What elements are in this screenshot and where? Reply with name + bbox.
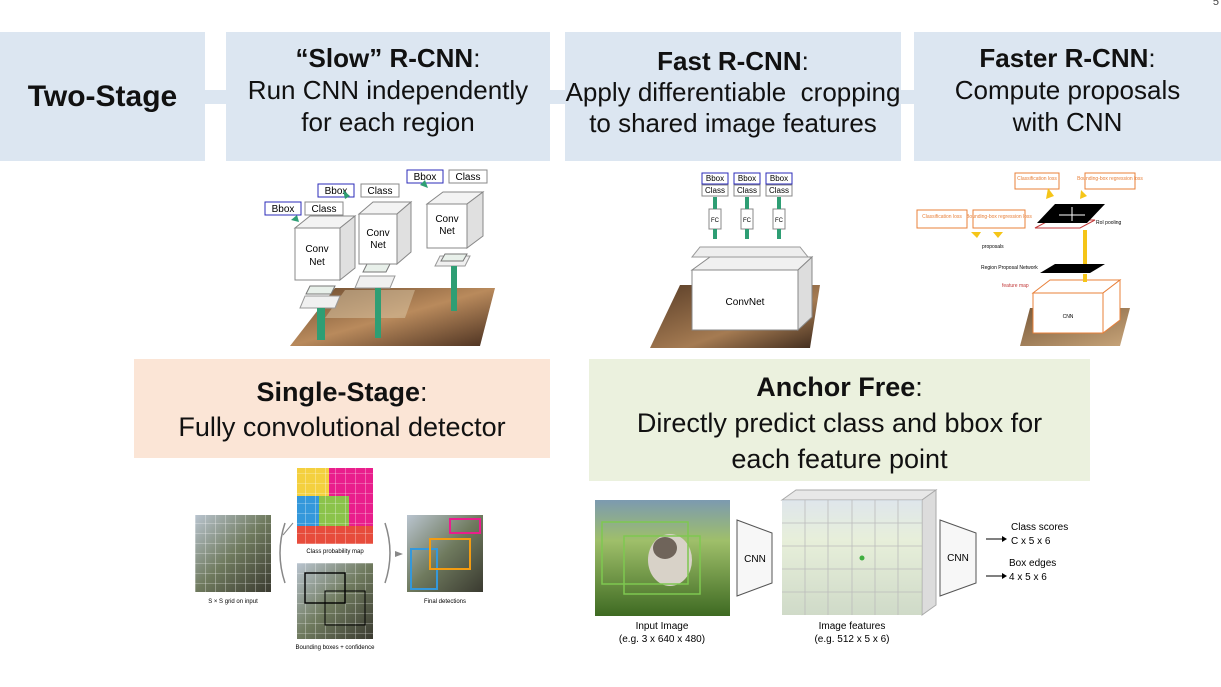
yolo-class-probability-map — [297, 468, 373, 544]
faster-rcnn-colon: : — [1148, 43, 1156, 73]
yolo-bbox-caption: Bounding boxes + confidence — [296, 645, 376, 651]
svg-text:Net: Net — [370, 240, 386, 251]
anchor-cnn1-label: CNN — [744, 554, 766, 565]
slow-bbox-label-2: Bbox — [325, 186, 348, 197]
faster-rpn-label: Region Proposal Network — [981, 265, 1038, 271]
faster-rcnn-box: Faster R-CNN: Compute proposals with CNN — [914, 32, 1221, 161]
svg-text:Conv: Conv — [435, 214, 458, 225]
connector-3 — [901, 90, 914, 104]
slow-rcnn-line2: for each region — [301, 107, 475, 137]
slow-convnet-cube-2: Conv Net — [357, 200, 413, 266]
slow-rcnn-diagram: Conv Net Conv Net Conv Net Bbox Class Bb… — [264, 169, 495, 346]
anchor-input-caption1: Input Image — [636, 621, 689, 632]
yolo-final-caption: Final detections — [424, 599, 466, 605]
anchor-free-diagram: Input Image (e.g. 3 x 640 x 480) CNN Ima… — [595, 489, 1068, 645]
slow-rcnn-box: “Slow” R-CNN: Run CNN independently for … — [226, 32, 550, 161]
fast-class-label-3: Class — [769, 186, 789, 195]
anchor-input-caption2: (e.g. 3 x 640 x 480) — [619, 634, 705, 645]
anchor-feature-volume — [780, 489, 938, 616]
faster-class-loss-rpn: Classification loss — [922, 214, 962, 220]
fast-rcnn-line1: Apply differentiable cropping — [565, 77, 901, 107]
faster-bbox-loss-rpn: Bounding-box regression loss — [966, 214, 1032, 220]
fast-fc-label-1: FC — [711, 218, 720, 224]
svg-text:Net: Net — [439, 226, 455, 237]
anchor-cnn-block-2 — [939, 519, 977, 597]
two-stage-label: Two-Stage — [27, 80, 178, 113]
yolo-final-image — [407, 515, 483, 592]
faster-rcnn-line1: Compute proposals — [954, 75, 1181, 105]
connector-1 — [205, 90, 226, 104]
faster-roi-pooling-label: RoI pooling — [1096, 220, 1122, 226]
fast-column-1: Bbox Class FC — [701, 172, 729, 239]
slow-rcnn-line1: Run CNN independently — [247, 75, 529, 105]
anchor-cnn2-label: CNN — [947, 553, 969, 564]
faster-rcnn-title: Faster R-CNN — [979, 43, 1149, 73]
anchor-free-line2: each feature point — [731, 444, 948, 474]
slow-class-label-2: Class — [367, 186, 392, 197]
anchor-cnn-block-1 — [736, 519, 773, 597]
yolo-diagram: S × S grid on input Class probability ma… — [195, 468, 483, 651]
fast-class-label-1: Class — [705, 186, 725, 195]
fast-rcnn-box: Fast R-CNN: Apply differentiable croppin… — [565, 32, 901, 161]
fast-column-2: Bbox Class FC — [733, 172, 761, 239]
slow-class-label-3: Class — [455, 172, 480, 183]
anchor-box-edges: Box edges — [1009, 558, 1056, 569]
slow-convnet-cube-3: Conv Net — [425, 191, 485, 249]
single-stage-title: Single-Stage — [256, 377, 420, 407]
slow-rcnn-colon: : — [473, 43, 481, 73]
single-stage-box: Single-Stage: Fully convolutional detect… — [134, 359, 550, 458]
anchor-free-title: Anchor Free — [756, 372, 916, 402]
svg-text:Conv: Conv — [305, 244, 328, 255]
fast-rcnn-title: Fast R-CNN — [657, 46, 802, 76]
fast-column-3: Bbox Class FC — [765, 172, 793, 239]
anchor-free-box: Anchor Free: Directly predict class and … — [589, 359, 1090, 481]
slow-bbox-label-1: Bbox — [272, 204, 295, 215]
faster-rcnn-diagram: CNN RoI pooling proposals Region Proposa… — [916, 172, 1143, 346]
slow-bbox-label-3: Bbox — [414, 172, 437, 183]
two-stage-box: Two-Stage — [0, 32, 205, 161]
yolo-grid-caption: S × S grid on input — [208, 599, 258, 605]
faster-bbox-loss-top: Bounding-box regression loss — [1077, 176, 1143, 182]
connector-2 — [550, 90, 565, 104]
anchor-free-line1: Directly predict class and bbox for — [636, 408, 1043, 438]
page-number: 5 — [1212, 0, 1219, 8]
anchor-free-colon: : — [915, 372, 923, 402]
fast-rcnn-colon: : — [801, 46, 809, 76]
single-stage-line1: Fully convolutional detector — [178, 412, 506, 442]
fast-bbox-label-2: Bbox — [738, 174, 756, 183]
slow-convnet-cube-1: Conv Net — [293, 214, 357, 282]
slow-rcnn-title: “Slow” R-CNN — [295, 43, 474, 73]
anchor-class-scores: Class scores — [1011, 522, 1068, 533]
slow-class-label-1: Class — [311, 204, 336, 215]
anchor-features-caption2: (e.g. 512 x 5 x 6) — [814, 634, 889, 645]
fast-rcnn-line2: to shared image features — [589, 108, 877, 138]
svg-text:Net: Net — [309, 257, 325, 268]
fast-fc-label-3: FC — [775, 218, 784, 224]
faster-feature-map-label: feature map — [1002, 283, 1029, 289]
fast-bbox-label-1: Bbox — [706, 174, 724, 183]
faster-class-loss-top: Classification loss — [1017, 176, 1057, 182]
fast-class-label-2: Class — [737, 186, 757, 195]
fast-convnet-label: ConvNet — [726, 297, 765, 308]
anchor-features-caption1: Image features — [819, 621, 886, 632]
anchor-class-scores-dims: C x 5 x 6 — [1011, 536, 1051, 547]
fast-rcnn-diagram: ConvNet Bbox Class FC Bbox Class FC Bbox… — [650, 172, 820, 348]
faster-cnn-label: CNN — [1063, 314, 1074, 320]
svg-text:Conv: Conv — [366, 228, 389, 239]
yolo-class-map-caption: Class probability map — [306, 549, 364, 555]
anchor-box-edges-dims: 4 x 5 x 6 — [1009, 572, 1047, 583]
single-stage-colon: : — [420, 377, 428, 407]
fast-bbox-label-3: Bbox — [770, 174, 788, 183]
fast-fc-label-2: FC — [743, 218, 752, 224]
faster-proposals-label: proposals — [982, 244, 1004, 250]
faster-rcnn-line2: with CNN — [1012, 107, 1123, 137]
